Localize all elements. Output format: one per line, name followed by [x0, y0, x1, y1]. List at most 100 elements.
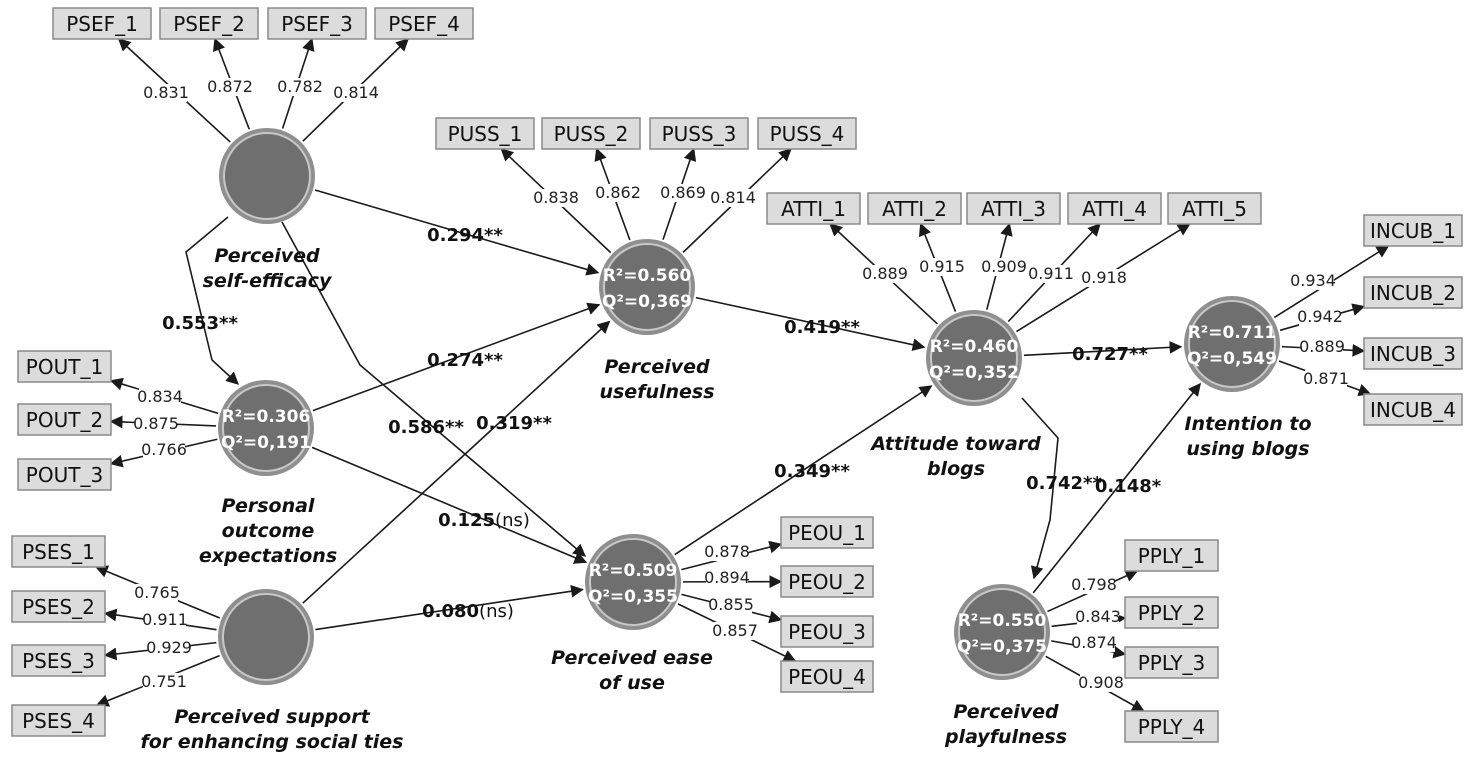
- latent-name-line: Perceived: [953, 701, 1059, 723]
- path-significance: *: [1152, 476, 1162, 497]
- latent-name-line: usefulness: [599, 381, 714, 403]
- indicator-puss-3: PUSS_3: [649, 117, 749, 150]
- indicator-psef-3: PSEF_3: [267, 7, 367, 40]
- latent-name-line: Perceived support: [174, 706, 370, 728]
- indicator-label: PUSS_2: [554, 122, 629, 146]
- path-coefficient-pp-int: 0.148*: [1095, 476, 1162, 497]
- latent-name-line: using blogs: [1186, 438, 1309, 460]
- indicator-label: PPLY_1: [1138, 544, 1206, 568]
- loading-value: 0.834: [137, 387, 183, 406]
- loading-value: 0.911: [142, 610, 188, 629]
- indicator-label: PEOU_4: [788, 665, 866, 689]
- indicator-pout-2: POUT_2: [17, 403, 112, 436]
- indicator-label: PSEF_1: [66, 12, 138, 36]
- path-significance: **: [533, 413, 552, 434]
- path-significance: **: [841, 317, 860, 338]
- loading-value: 0.814: [333, 83, 379, 102]
- loading-label-bg: [1030, 265, 1072, 283]
- indicator-incub-1: INCUB_1: [1363, 214, 1463, 247]
- indicator-label: PPLY_2: [1138, 601, 1206, 625]
- indicator-label: ATTI_2: [882, 197, 947, 221]
- path-arrow-pse-pu: [314, 189, 600, 276]
- path-arrow-att-int: [1023, 340, 1183, 357]
- indicator-atti-3: ATTI_3: [966, 192, 1061, 225]
- loading-label-bg: [143, 673, 185, 691]
- path-coefficient-pse-poe: 0.553**: [162, 313, 238, 334]
- loading-label-bg: [144, 611, 186, 629]
- loading-label-bg: [145, 84, 187, 102]
- indicator-pply-1: PPLY_1: [1124, 539, 1219, 572]
- indicator-box: [541, 117, 641, 150]
- indicator-label: PSES_1: [22, 540, 95, 564]
- path-coef-value: 0.274: [427, 350, 484, 371]
- latent-node-circle: [222, 384, 310, 472]
- indicator-box: [435, 117, 535, 150]
- loading-value: 0.843: [1075, 607, 1121, 626]
- latent-name-line: playfulness: [944, 726, 1067, 748]
- indicator-label: PSES_3: [22, 649, 95, 673]
- path-coef-value: 0.294: [427, 225, 484, 246]
- indicator-atti-4: ATTI_4: [1067, 192, 1162, 225]
- latent-node-circle: [222, 593, 310, 681]
- loading-label-bg: [714, 622, 756, 640]
- indicator-peou-2: PEOU_2: [780, 565, 874, 598]
- indicator-puss-4: PUSS_4: [757, 117, 857, 150]
- loading-label-bg: [1080, 674, 1122, 692]
- indicator-label: POUT_1: [26, 355, 103, 379]
- indicator-label: PUSS_1: [448, 122, 523, 146]
- path-significance: **: [484, 225, 503, 246]
- loading-label-bg: [279, 78, 321, 96]
- indicator-box: [374, 7, 474, 40]
- indicator-box: [159, 7, 259, 40]
- path-coef-value: 0.586: [388, 417, 445, 438]
- indicator-box: [867, 192, 962, 225]
- indicator-box: [11, 590, 106, 623]
- indicator-label: ATTI_1: [781, 197, 846, 221]
- indicator-box: [1363, 276, 1463, 309]
- path-coef-value: 0.080: [422, 601, 479, 622]
- latent-node-circle: [1188, 300, 1276, 388]
- indicator-pses-3: PSES_3: [11, 644, 106, 677]
- indicator-box: [267, 7, 367, 40]
- path-coef-value: 0.553: [162, 313, 219, 334]
- loading-label-bg: [209, 78, 251, 96]
- loading-value: 0.765: [134, 583, 180, 602]
- path-coef-value: 0.727: [1072, 344, 1129, 365]
- indicator-label: PEOU_3: [788, 620, 866, 644]
- path-coef-value: 0.419: [784, 317, 841, 338]
- path-coefficient-pse-peou: 0.586**: [388, 417, 464, 438]
- indicator-label: PUSS_4: [770, 122, 845, 146]
- loading-label-bg: [706, 543, 748, 561]
- path-coef-value: 0.349: [774, 461, 831, 482]
- path-significance: (ns): [495, 510, 530, 531]
- loading-label-bg: [710, 596, 752, 614]
- loading-label-bg: [1305, 370, 1347, 388]
- loading-label-bg: [662, 184, 704, 202]
- loading-value: 0.875: [133, 414, 179, 433]
- indicator-box: [52, 7, 152, 40]
- indicator-peou-4: PEOU_4: [780, 660, 874, 693]
- indicator-box: [766, 192, 861, 225]
- indicator-box: [780, 615, 874, 648]
- loading-value: 0.751: [141, 672, 187, 691]
- latent-name-line: blogs: [927, 458, 985, 480]
- path-coefficient-att-int: 0.727**: [1072, 344, 1148, 365]
- loading-value: 0.857: [712, 621, 758, 640]
- indicator-box: [757, 117, 857, 150]
- loading-value: 0.878: [704, 542, 750, 561]
- latent-node-circle: [930, 314, 1018, 402]
- loading-value: 0.918: [1081, 268, 1127, 287]
- indicator-pply-2: PPLY_2: [1124, 596, 1219, 629]
- indicator-pses-1: PSES_1: [11, 535, 106, 568]
- loading-label-bg: [712, 189, 754, 207]
- r-squared: R²=0.306: [222, 407, 311, 427]
- path-coefficient-poe-pu: 0.274**: [427, 350, 503, 371]
- indicator-label: PSES_4: [22, 709, 95, 733]
- loading-value: 0.814: [710, 188, 756, 207]
- latent-name-line: Perceived: [604, 356, 710, 378]
- indicator-label: INCUB_2: [1370, 281, 1456, 305]
- path-significance: **: [484, 350, 503, 371]
